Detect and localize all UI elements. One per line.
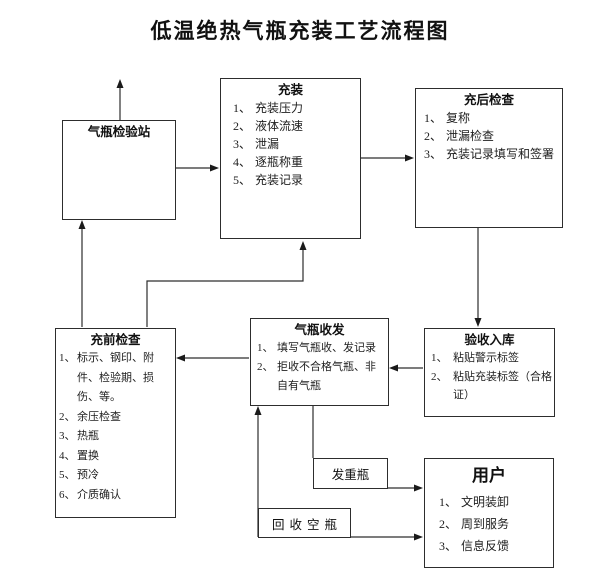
item-text: 泄漏检查 [446, 129, 495, 143]
item-text: 逐瓶称重 [255, 155, 304, 169]
box-filling: 充装 1、充装压力 2、液体流速 3、泄漏 4、逐瓶称重 5、充装记录 [220, 78, 361, 239]
item-text: 粘贴充装标签（合格证） [453, 370, 552, 402]
page-title: 低温绝热气瓶充装工艺流程图 [150, 19, 450, 43]
arrowhead-up-inspection-out [116, 79, 124, 88]
box-acceptance-warehousing: 验收入库 1、粘贴警示标签 2、粘贴充装标签（合格证） [424, 328, 555, 417]
item-number: 1、 [233, 101, 252, 115]
item-number: 4、 [233, 155, 252, 169]
item-text: 粘贴警示标签 [453, 352, 519, 364]
arrowhead-into-filling-bottom [299, 241, 307, 250]
item-number: 2、 [439, 517, 458, 531]
box-cylinder-inspection-station-title: 气瓶检验站 [87, 125, 151, 139]
box-filling-list: 1、充装压力 2、液体流速 3、泄漏 4、逐瓶称重 5、充装记录 [221, 98, 360, 189]
label-recycle-empty-cylinders: 回收空瓶 [258, 508, 351, 538]
arrowhead-into-postcheck [405, 154, 414, 162]
item-number: 1、 [439, 495, 458, 509]
list-item: 2、周到服务 [439, 513, 551, 535]
box-user: 用户 1、文明装卸 2、周到服务 3、信息反馈 [424, 458, 554, 568]
item-text: 介质确认 [77, 488, 121, 501]
item-number: 3、 [424, 147, 443, 161]
item-text: 周到服务 [461, 517, 510, 531]
box-cylinder-inspection-station: 气瓶检验站 [62, 120, 176, 220]
list-item: 5、预冷 [59, 466, 174, 486]
item-number: 2、 [59, 410, 76, 423]
item-text: 充装压力 [255, 101, 304, 115]
box-pre-fill-check-list: 1、标示、钢印、附件、检验期、损伤、等。 2、余压检查 3、热瓶 4、置换 5、… [56, 348, 175, 505]
list-item: 2、液体流速 [233, 117, 358, 135]
item-number: 1、 [424, 111, 443, 125]
list-item: 1、标示、钢印、附件、检验期、损伤、等。 [59, 349, 174, 408]
box-filling-title: 充装 [277, 83, 303, 97]
list-item: 3、信息反馈 [439, 535, 551, 557]
box-cylinder-receipt-dispatch-list: 1、填写气瓶收、发记录 2、拒收不合格气瓶、非自有气瓶 [251, 338, 388, 396]
item-number: 4、 [59, 449, 76, 462]
list-item: 4、置换 [59, 447, 174, 467]
box-acceptance-warehousing-list: 1、粘贴警示标签 2、粘贴充装标签（合格证） [425, 348, 554, 405]
box-cylinder-receipt-dispatch: 气瓶收发 1、填写气瓶收、发记录 2、拒收不合格气瓶、非自有气瓶 [250, 318, 389, 406]
box-pre-fill-check: 充前检查 1、标示、钢印、附件、检验期、损伤、等。 2、余压检查 3、热瓶 4、… [55, 328, 176, 518]
list-item: 1、复称 [424, 109, 560, 127]
arrowhead-into-filling-left [210, 164, 219, 172]
item-text: 置换 [77, 449, 99, 462]
box-pre-fill-check-title: 充前检查 [90, 333, 141, 347]
list-item: 2、泄漏检查 [424, 127, 560, 145]
arrowhead-into-acceptance [474, 318, 482, 327]
arrowhead-into-dispatch-right [389, 364, 398, 372]
item-number: 3、 [233, 137, 252, 151]
item-text: 预冷 [77, 469, 99, 481]
item-text: 文明装卸 [461, 495, 510, 509]
box-acceptance-warehousing-title: 验收入库 [464, 333, 515, 347]
item-number: 2、 [431, 370, 448, 383]
item-text: 标示、钢印、附件、检验期、损伤、等。 [77, 352, 154, 403]
item-number: 2、 [233, 119, 252, 133]
item-text: 余压检查 [77, 410, 121, 423]
item-text: 充装记录 [255, 173, 304, 187]
item-number: 1、 [59, 352, 76, 364]
arrowhead-into-user-top [414, 484, 423, 492]
item-number: 5、 [59, 469, 76, 481]
box-post-fill-check-title: 充后检查 [463, 93, 514, 107]
list-item: 2、余压检查 [59, 408, 174, 428]
line-precheck-to-filling [146, 249, 304, 327]
item-number: 1、 [257, 342, 274, 354]
item-number: 3、 [59, 430, 76, 442]
item-number: 2、 [257, 361, 274, 373]
list-item: 3、热瓶 [59, 427, 174, 447]
item-number: 2、 [424, 129, 443, 143]
box-post-fill-check-list: 1、复称 2、泄漏检查 3、充装记录填写和签署 [416, 108, 562, 163]
box-user-list: 1、文明装卸 2、周到服务 3、信息反馈 [425, 483, 553, 557]
box-cylinder-receipt-dispatch-title: 气瓶收发 [294, 323, 345, 337]
label-send-full-cylinders: 发重瓶 [313, 458, 388, 489]
list-item: 1、粘贴警示标签 [431, 349, 552, 368]
item-text: 热瓶 [77, 430, 99, 442]
arrowhead-into-user-bottom [414, 533, 423, 541]
list-item: 1、文明装卸 [439, 491, 551, 513]
item-number: 5、 [233, 173, 252, 187]
item-number: 1、 [431, 352, 448, 364]
arrowhead-into-dispatch-bottom [254, 406, 262, 415]
list-item: 3、泄漏 [233, 135, 358, 153]
item-text: 复称 [446, 111, 471, 125]
item-text: 拒收不合格气瓶、非自有气瓶 [277, 361, 376, 392]
list-item: 1、充装压力 [233, 99, 358, 117]
item-text: 泄漏 [255, 137, 280, 151]
list-item: 4、逐瓶称重 [233, 153, 358, 171]
list-item: 3、充装记录填写和签署 [424, 145, 560, 163]
list-item: 2、拒收不合格气瓶、非自有气瓶 [257, 358, 386, 396]
item-number: 3、 [439, 539, 458, 553]
item-text: 信息反馈 [461, 539, 510, 553]
arrowhead-into-precheck [176, 354, 185, 362]
item-text: 充装记录填写和签署 [446, 147, 555, 161]
list-item: 1、填写气瓶收、发记录 [257, 339, 386, 358]
list-item: 2、粘贴充装标签（合格证） [431, 368, 552, 405]
item-text: 填写气瓶收、发记录 [277, 342, 376, 354]
list-item: 6、介质确认 [59, 486, 174, 506]
list-item: 5、充装记录 [233, 171, 358, 189]
box-post-fill-check: 充后检查 1、复称 2、泄漏检查 3、充装记录填写和签署 [415, 88, 563, 228]
item-text: 液体流速 [255, 119, 304, 133]
box-user-title: 用户 [472, 466, 506, 485]
arrowhead-into-inspection-bottom [78, 220, 86, 229]
item-number: 6、 [59, 488, 76, 501]
